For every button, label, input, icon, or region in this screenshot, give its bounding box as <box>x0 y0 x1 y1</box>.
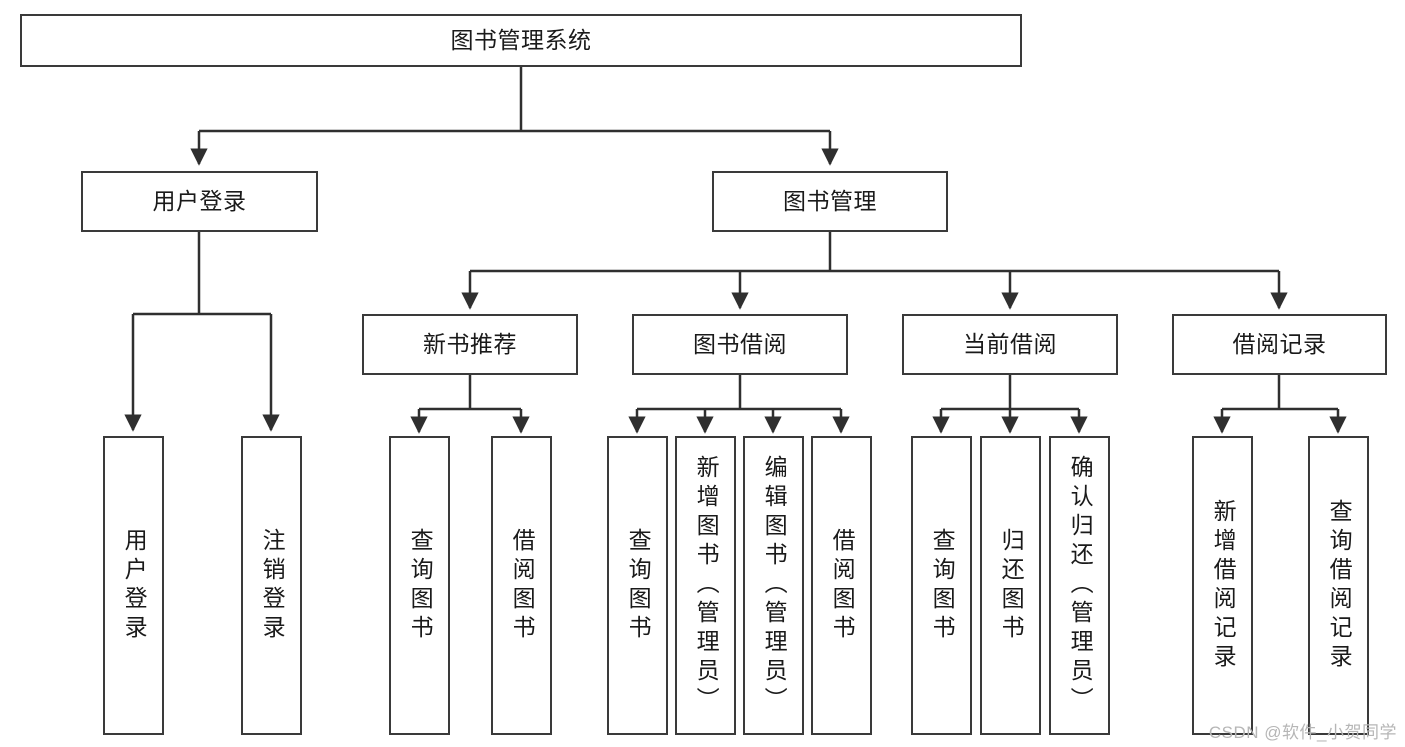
node-label: 查询借阅记录 <box>1326 498 1353 673</box>
leaf-current-confirm-return-admin[interactable]: 确认归还（管理员） <box>1049 436 1110 735</box>
node-label: 当前借阅 <box>963 330 1057 357</box>
node-label: 归还图书 <box>998 527 1025 644</box>
node-book-management[interactable]: 图书管理 <box>712 171 948 232</box>
leaf-record-query-record[interactable]: 查询借阅记录 <box>1308 436 1369 735</box>
node-label: 查询图书 <box>407 527 434 644</box>
node-borrow-record[interactable]: 借阅记录 <box>1172 314 1387 375</box>
node-root-book-management-system[interactable]: 图书管理系统 <box>20 14 1022 67</box>
node-label: 图书管理 <box>783 187 877 214</box>
node-label: 确认归还（管理员） <box>1067 455 1094 716</box>
leaf-borrow-edit-book-admin[interactable]: 编辑图书（管理员） <box>743 436 804 735</box>
leaf-record-add-record[interactable]: 新增借阅记录 <box>1192 436 1253 735</box>
node-label: 新增图书（管理员） <box>693 455 720 716</box>
node-label: 图书管理系统 <box>450 26 592 53</box>
node-label: 查询图书 <box>625 527 652 644</box>
node-label: 图书借阅 <box>693 330 787 357</box>
node-book-borrow[interactable]: 图书借阅 <box>632 314 848 375</box>
node-label: 编辑图书（管理员） <box>761 455 788 716</box>
node-current-borrow[interactable]: 当前借阅 <box>902 314 1118 375</box>
node-label: 借阅图书 <box>829 527 856 644</box>
node-label: 借阅记录 <box>1232 330 1327 357</box>
leaf-user-login-login[interactable]: 用户登录 <box>103 436 164 735</box>
leaf-user-login-logout[interactable]: 注销登录 <box>241 436 302 735</box>
node-label: 查询图书 <box>929 527 956 644</box>
watermark: CSDN @软件_小贺同学 <box>1208 723 1397 742</box>
node-label: 注销登录 <box>259 527 286 644</box>
node-label: 借阅图书 <box>509 527 536 644</box>
node-label: 新增借阅记录 <box>1210 498 1237 673</box>
leaf-current-return-books[interactable]: 归还图书 <box>980 436 1041 735</box>
node-label: 用户登录 <box>152 187 247 214</box>
leaf-new-book-query-books[interactable]: 查询图书 <box>389 436 450 735</box>
node-new-book-recommend[interactable]: 新书推荐 <box>362 314 578 375</box>
leaf-borrow-query-books[interactable]: 查询图书 <box>607 436 668 735</box>
node-label: 新书推荐 <box>423 330 517 357</box>
node-user-login[interactable]: 用户登录 <box>81 171 318 232</box>
node-label: 用户登录 <box>121 527 148 644</box>
leaf-borrow-add-book-admin[interactable]: 新增图书（管理员） <box>675 436 736 735</box>
leaf-borrow-borrow-books[interactable]: 借阅图书 <box>811 436 872 735</box>
leaf-new-book-borrow-books[interactable]: 借阅图书 <box>491 436 552 735</box>
leaf-current-query-books[interactable]: 查询图书 <box>911 436 972 735</box>
